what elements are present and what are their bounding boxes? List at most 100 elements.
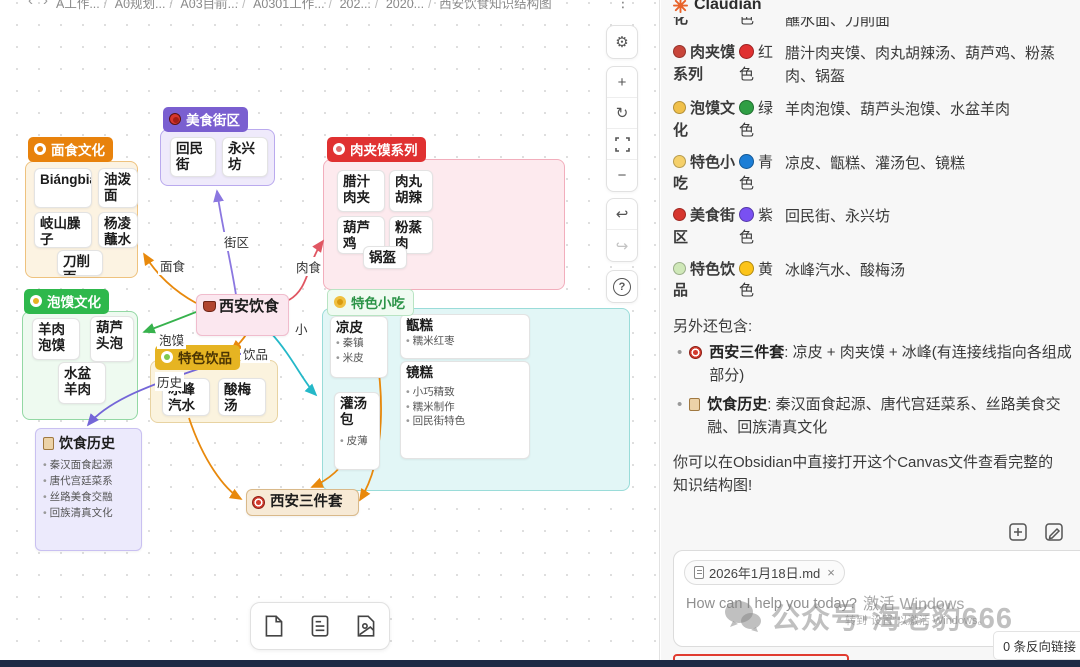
canvas-settings-group: ⚙ — [606, 25, 638, 59]
card-yangroupaomo[interactable]: 羊肉泡馍 — [32, 318, 80, 360]
canvas-pane: ‹› A工作.../ A0规划.../ A03目前.../ A0301工作...… — [0, 0, 660, 667]
settings-gear-icon[interactable]: ⚙ — [615, 34, 629, 51]
breadcrumb-item[interactable]: A工作... — [56, 0, 100, 11]
soup-bowl-icon — [673, 101, 686, 114]
edge-label-paomo: 泡馍 — [157, 330, 187, 349]
card-hulutou[interactable]: 葫芦头泡 — [90, 316, 134, 362]
canvas-help-group: ? — [606, 270, 638, 303]
card-lazhi[interactable]: 腊汁肉夹 — [337, 170, 385, 212]
chat-title: Claudian — [694, 0, 762, 13]
more-options-icon[interactable]: ⋮ — [616, 0, 630, 10]
legend-row-snacks: 特色小吃 青色 凉皮、甑糕、灌汤包、镜糕 — [673, 153, 966, 193]
claudian-chat-pane: Claudian 面食文化 橙色 BiangBiang面、油泼面、岐山臊子面、杨… — [661, 0, 1080, 667]
node-xian-trio[interactable]: 西安三件套 — [246, 489, 359, 516]
dumpling-icon — [673, 154, 686, 168]
back-icon[interactable]: ‹ — [28, 0, 43, 9]
color-dot — [739, 153, 754, 169]
card-liangpi[interactable]: 凉皮 秦镇 米皮 — [330, 316, 388, 378]
color-dot — [739, 100, 754, 115]
card-zenggao[interactable]: 甑糕 糯米红枣 — [400, 314, 530, 359]
edge-label-streets: 街区 — [222, 232, 252, 251]
zoom-out-icon[interactable]: − — [617, 167, 627, 184]
reset-view-icon[interactable]: ↻ — [607, 98, 637, 129]
card-youpomian[interactable]: 油泼面 — [98, 168, 138, 208]
group-label-snacks[interactable]: 特色小吃 — [327, 289, 414, 316]
new-chat-icon[interactable] — [1008, 522, 1028, 542]
card-yangling[interactable]: 杨凌蘸水 — [98, 212, 138, 248]
meat-icon — [333, 143, 345, 155]
group-label-food-streets[interactable]: 美食街区 — [163, 107, 248, 132]
group-label-roujiamo[interactable]: 肉夹馍系列 — [327, 137, 426, 162]
card-daoxiaomian[interactable]: 刀削面 — [57, 250, 103, 276]
attachment-name: 2026年1月18日.md — [709, 565, 821, 581]
color-dot — [739, 44, 754, 59]
card-yongxingfang[interactable]: 永兴坊 — [222, 137, 268, 177]
node-food-history[interactable]: 饮食历史 秦汉面食起源 唐代宫廷菜系 丝路美食交融 回族清真文化 — [35, 428, 142, 551]
card-biangbiang[interactable]: Biángbián — [34, 168, 92, 208]
taskbar-strip — [0, 660, 1080, 667]
extra-trio: • 西安三件套: 凉皮 + 肉夹馍 + 冰峰(有连接线指向各组成部分) — [677, 344, 1072, 384]
lantern-icon — [673, 208, 686, 221]
tea-icon — [673, 261, 686, 275]
node-xian-cuisine[interactable]: 西安饮食 — [196, 294, 289, 336]
meat-icon — [673, 45, 686, 58]
group-label-paomo[interactable]: 泡馍文化 — [24, 289, 109, 314]
scroll-icon — [689, 398, 701, 411]
legend-row-drinks: 特色饮品 黄色 冰峰汽水、酸梅汤 — [673, 260, 906, 300]
backlinks-status[interactable]: 0 条反向链接 — [993, 631, 1080, 660]
extra-history: • 饮食历史: 秦汉面食起源、唐代宫廷菜系、丝路美食交融、回族清真文化 — [677, 396, 1061, 436]
remove-attachment-icon[interactable]: × — [827, 564, 835, 580]
canvas-zoom-group: + ↻ − — [606, 66, 638, 192]
redo-icon[interactable]: ↪ — [615, 237, 629, 255]
card-guantangbao[interactable]: 灌汤包 皮薄 — [334, 392, 380, 470]
color-dot — [739, 207, 754, 222]
add-note-icon[interactable] — [307, 613, 333, 639]
breadcrumb-item-current[interactable]: 西安饮食知识结构图 — [439, 0, 552, 11]
breadcrumb-item[interactable]: 202... — [339, 0, 371, 11]
add-card-icon[interactable] — [261, 613, 287, 639]
fit-view-icon[interactable] — [607, 129, 637, 160]
breadcrumb-item[interactable]: A0301工作... — [253, 0, 325, 11]
card-jinggao[interactable]: 镜糕 小巧精致 糯米制作 回民街特色 — [400, 361, 530, 459]
forward-icon[interactable]: › — [43, 0, 58, 9]
edge-label-snacks: 小 — [293, 319, 310, 338]
breadcrumb-item[interactable]: A0规划... — [114, 0, 166, 11]
add-media-icon[interactable] — [353, 613, 379, 639]
dumpling-icon — [334, 296, 346, 308]
target-icon — [689, 346, 703, 359]
extras-list: • 西安三件套: 凉皮 + 肉夹馍 + 冰峰(有连接线指向各组成部分) • 饮食… — [677, 342, 1080, 439]
card-shuipen[interactable]: 水盆羊肉 — [58, 362, 106, 404]
help-icon[interactable]: ? — [607, 271, 637, 302]
zoom-in-icon[interactable]: + — [607, 67, 637, 98]
card-suanmeitang[interactable]: 酸梅汤 — [218, 378, 266, 416]
closing-message: 你可以在Obsidian中直接打开这个Canvas文件查看完整的知识结构图! — [673, 454, 1054, 495]
legend-row-streets: 美食街区 紫色 回民街、永兴坊 — [673, 207, 891, 246]
legend-row-paomo: 泡馍文化 绿色 羊肉泡馍、葫芦头泡馍、水盆羊肉 — [673, 100, 1011, 139]
chat-actions — [673, 522, 1080, 542]
breadcrumb-item[interactable]: 2020... — [385, 0, 425, 11]
soup-bowl-icon — [30, 295, 42, 307]
history-nav[interactable]: ‹› — [28, 0, 58, 9]
document-icon — [694, 565, 704, 579]
target-icon — [252, 496, 265, 509]
breadcrumb-item[interactable]: A03目前... — [180, 0, 239, 11]
lantern-icon — [169, 113, 181, 125]
undo-icon[interactable]: ↩ — [607, 199, 637, 230]
legend-table: 面食文化 橙色 BiangBiang面、油泼面、岐山臊子面、杨凌蘸水面、刀削面 … — [673, 0, 1080, 307]
edge-label-history: 历史 — [155, 372, 185, 391]
group-label-noodle-culture[interactable]: 面食文化 — [28, 137, 113, 162]
card-qishan[interactable]: 岐山臊子 — [34, 212, 92, 248]
edit-icon[interactable] — [1044, 522, 1064, 542]
card-guokui[interactable]: 锅盔 — [363, 246, 407, 269]
claudian-logo-icon — [673, 0, 688, 13]
edge-label-drinks: 饮品 — [241, 344, 271, 363]
card-rouwan[interactable]: 肉丸胡辣 — [389, 170, 433, 212]
card-huiminjie[interactable]: 回民街 — [170, 137, 216, 177]
canvas-history-group: ↩ ↪ — [606, 198, 638, 262]
noodles-icon — [34, 143, 46, 155]
input-placeholder: How can I help you today? — [686, 595, 857, 612]
scroll-icon — [43, 436, 54, 450]
attachment-chip[interactable]: 2026年1月18日.md × — [684, 559, 845, 585]
chat-header: Claudian — [673, 0, 1080, 17]
